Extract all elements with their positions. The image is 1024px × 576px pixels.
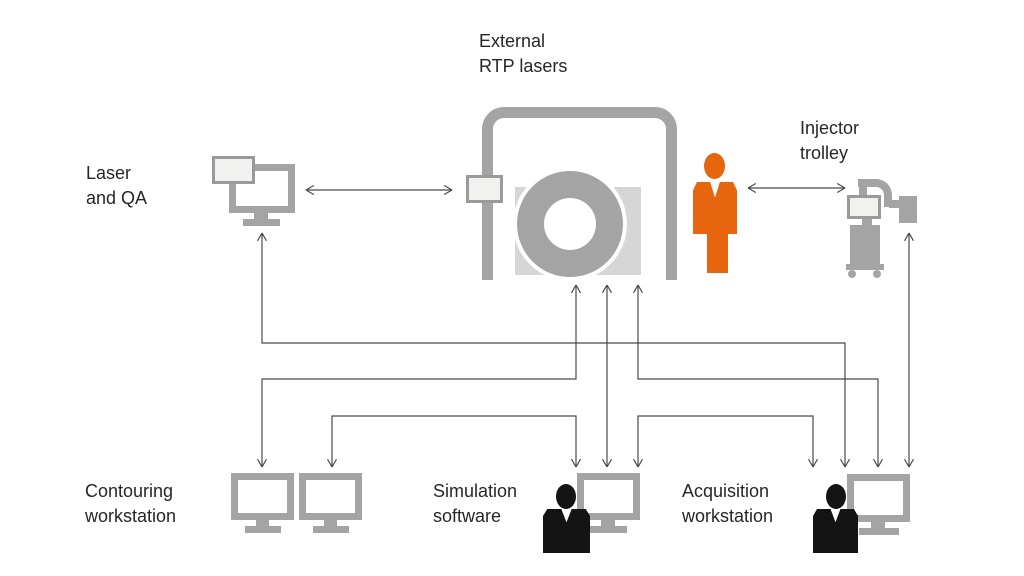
operator-head [826, 484, 846, 509]
monitor-stand-base [245, 526, 281, 533]
monitor-stand-base [313, 526, 349, 533]
monitor-icon [299, 473, 362, 520]
monitor-stand-base [859, 528, 899, 535]
trolley-wheel-left [848, 270, 856, 278]
connector-laser-qa-workstation--acquisition-workstation [261, 233, 846, 467]
connector-ct-scanner--contouring-workstation-monitor-1 [261, 285, 577, 467]
label-simulation-software: Simulation software [433, 481, 518, 526]
monitor-stand-neck [256, 520, 269, 526]
trolley-neck [862, 219, 872, 225]
injector-head-link [889, 200, 900, 208]
patient-legs [707, 234, 728, 273]
connector-simulation-software--acquisition-workstation [637, 415, 814, 467]
monitor-stand-neck [324, 520, 337, 526]
label-acquisition-workstation: Acquisition workstation [682, 481, 774, 526]
injector-head-icon [899, 196, 917, 223]
connector-ct-scanner--acquisition-workstation [637, 285, 879, 467]
patient-head [704, 153, 725, 179]
monitor-icon [231, 473, 294, 520]
operator-head [556, 484, 576, 509]
trolley-wheel-right [873, 270, 881, 278]
monitor-stand-neck [601, 520, 615, 526]
laser-projector-box-icon [466, 175, 503, 203]
monitor-stand-base [243, 219, 280, 226]
trolley-screen-icon [847, 195, 881, 219]
label-injector-trolley: Injector trolley [800, 118, 860, 163]
trolley-arm-icon [858, 179, 892, 207]
ct-bore-icon [544, 198, 596, 250]
trolley-base [846, 264, 884, 270]
monitor-stand-neck [254, 213, 268, 219]
label-external-rtp-lasers: External RTP lasers [479, 31, 568, 76]
monitor-stand-neck [871, 522, 885, 528]
connector-contouring-workstation-monitor-2--simulation-software [331, 415, 577, 467]
label-contouring-workstation: Contouring workstation [85, 481, 177, 526]
ct-scanner-ring-icon [517, 171, 623, 277]
trolley-body-icon [850, 225, 880, 267]
monitor-icon [847, 474, 910, 522]
laser-control-box-icon [212, 156, 255, 184]
monitor-stand-base [589, 526, 627, 533]
label-laser-and-qa: Laser and QA [86, 163, 148, 208]
